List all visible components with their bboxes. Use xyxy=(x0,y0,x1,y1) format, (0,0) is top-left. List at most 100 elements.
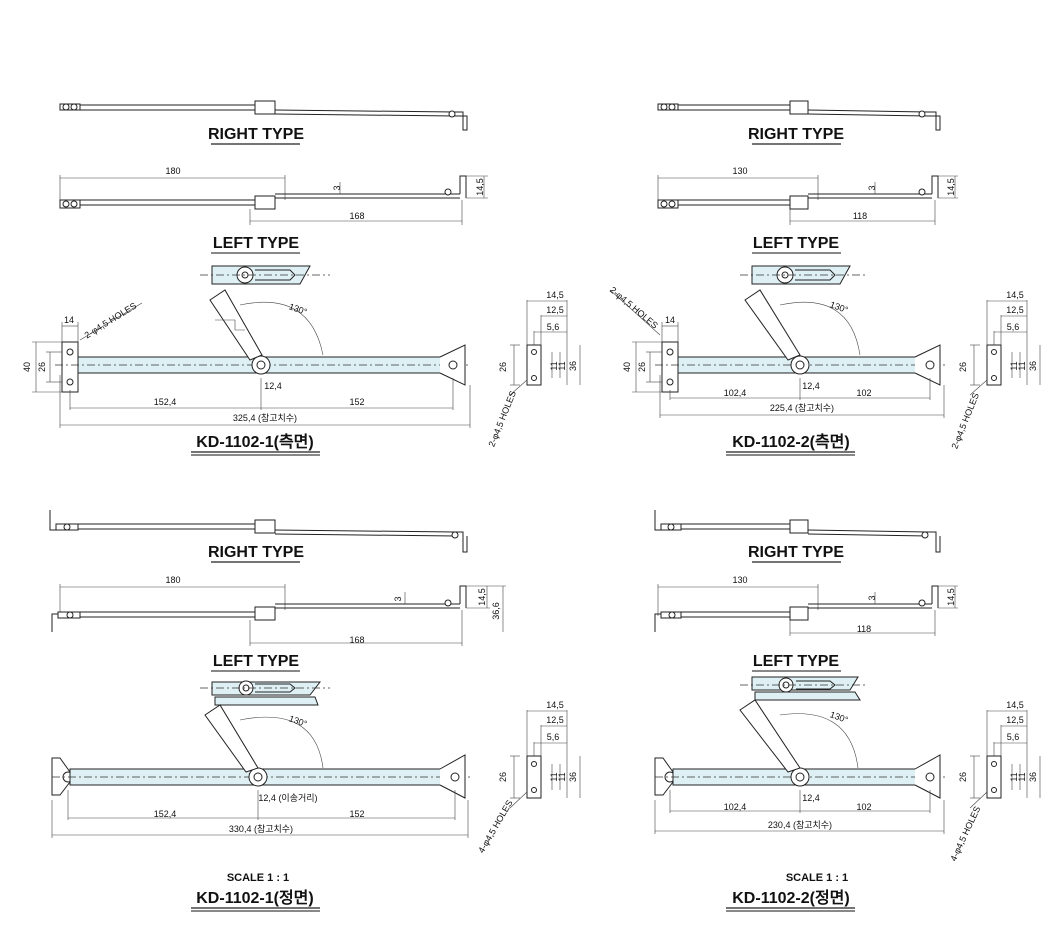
dim-26: 26 xyxy=(37,362,47,372)
dim-pivot: 12,4 xyxy=(802,793,820,803)
bracket-dim-5-6: 5,6 xyxy=(1007,322,1020,332)
dim-left-seg: 152,4 xyxy=(154,809,177,819)
right-type-profile xyxy=(654,510,941,553)
bracket-dim-12-5: 12,5 xyxy=(1006,305,1024,315)
bracket-dim-26: 26 xyxy=(498,772,508,782)
dim-length-top: 180 xyxy=(165,166,180,176)
bracket-side-view xyxy=(969,710,1041,809)
bracket-side-view xyxy=(509,300,581,396)
dim-14: 14 xyxy=(665,315,675,325)
left-type-profile xyxy=(657,175,958,225)
dim-total: 225,4 (참고치수) xyxy=(770,402,834,413)
dim-holes-right: 2-φ4,5 HOLES xyxy=(949,391,981,450)
dim-26: 26 xyxy=(637,362,647,372)
dim-length-top: 180 xyxy=(165,575,180,585)
scale-label: SCALE 1 : 1 xyxy=(786,872,848,884)
dim-angle: 130° xyxy=(829,709,850,725)
bracket-dim-11b: 11 xyxy=(1017,361,1027,370)
view-kd-1102-2-side: RIGHT TYPE 130 3 14,5 118 xyxy=(608,100,1041,456)
right-type-label: RIGHT TYPE xyxy=(748,544,844,561)
dim-length-top: 130 xyxy=(732,575,747,585)
dim-angle: 130° xyxy=(288,301,309,317)
drawing-title: KD-1102-1(정면) xyxy=(196,889,313,907)
bracket-dim-11a: 11 xyxy=(549,361,559,370)
bracket-dim-14-5: 14,5 xyxy=(1006,700,1024,710)
drawing-title: KD-1102-2(측면) xyxy=(732,433,849,451)
bracket-dim-26: 26 xyxy=(958,772,968,782)
drawing-title: KD-1102-1(측면) xyxy=(196,433,313,451)
stay-main-view xyxy=(609,289,945,418)
dim-total: 325,4 (참고치수) xyxy=(233,412,297,423)
left-type-label: LEFT TYPE xyxy=(213,235,300,252)
left-type-profile xyxy=(654,584,958,636)
dim-40: 40 xyxy=(22,362,32,372)
bracket-dim-36: 36 xyxy=(1028,772,1038,782)
dim-length-bottom: 118 xyxy=(853,211,867,221)
bracket-dim-36: 36 xyxy=(568,772,578,782)
dim-length-bottom: 168 xyxy=(349,211,364,221)
dim-right-seg: 152 xyxy=(349,397,364,407)
scale-label: SCALE 1 : 1 xyxy=(227,872,289,884)
view-kd-1102-2-front: RIGHT TYPE 130 3 14,5 118 xyxy=(654,510,1041,912)
bracket-dim-14-5: 14,5 xyxy=(546,700,564,710)
dim-hook-height: 14,5 xyxy=(477,588,487,606)
bracket-dim-14-5: 14,5 xyxy=(1006,290,1024,300)
dim-hook-height: 14,5 xyxy=(475,178,485,196)
bracket-dim-11b: 11 xyxy=(1017,772,1027,781)
right-type-label: RIGHT TYPE xyxy=(208,126,304,143)
dim-length-bottom: 168 xyxy=(349,635,364,645)
dim-left-seg: 102,4 xyxy=(724,388,747,398)
left-type-profile xyxy=(59,175,488,225)
dim-right-seg: 102 xyxy=(856,802,871,812)
bracket-dim-5-6: 5,6 xyxy=(547,732,560,742)
bracket-dim-36: 36 xyxy=(1028,361,1038,371)
bracket-dim-5-6: 5,6 xyxy=(547,322,560,332)
bracket-dim-5-6: 5,6 xyxy=(1007,732,1020,742)
pivot-detail-inset xyxy=(740,676,868,701)
bracket-dim-11a: 11 xyxy=(1009,361,1019,370)
stay-main-view xyxy=(32,289,471,428)
dim-left-seg: 152,4 xyxy=(154,397,177,407)
dim-holes-right: 2-φ4,5 HOLES xyxy=(486,389,518,448)
stay-main-view xyxy=(654,699,945,834)
left-type-profile xyxy=(51,584,506,646)
right-type-label: RIGHT TYPE xyxy=(208,544,304,561)
dim-angle: 130° xyxy=(288,713,309,729)
right-type-label: RIGHT TYPE xyxy=(748,126,844,143)
pivot-detail-inset xyxy=(200,265,330,285)
dim-gap: 3 xyxy=(332,185,342,190)
dim-hook-height: 14,5 xyxy=(946,588,956,606)
bracket-side-view xyxy=(969,300,1041,396)
dim-40: 40 xyxy=(622,362,632,372)
left-type-label: LEFT TYPE xyxy=(753,653,840,670)
bracket-dim-36: 36 xyxy=(568,361,578,371)
bracket-dim-11a: 11 xyxy=(549,772,559,781)
dim-gap: 3 xyxy=(393,596,403,601)
dim-gap: 3 xyxy=(867,595,877,600)
right-type-profile xyxy=(59,100,468,131)
bracket-dim-12-5: 12,5 xyxy=(1006,715,1024,725)
dim-holes-left: 2-φ4,5 HOLES xyxy=(83,300,139,340)
pivot-detail-inset xyxy=(200,680,330,706)
dim-total: 230,4 (참고치수) xyxy=(768,819,832,830)
dim-left-seg: 102,4 xyxy=(724,802,747,812)
dim-pivot: 12,4 xyxy=(264,381,282,391)
bracket-dim-12-5: 12,5 xyxy=(546,305,564,315)
bracket-dim-26: 26 xyxy=(958,362,968,372)
stay-main-view xyxy=(51,704,470,838)
bracket-dim-26: 26 xyxy=(498,362,508,372)
bracket-side-view xyxy=(509,710,581,809)
bracket-dim-11b: 11 xyxy=(557,772,567,781)
dim-length-top: 130 xyxy=(732,166,747,176)
view-kd-1102-1-side: RIGHT TYPE 180 3 14,5 1 xyxy=(22,100,581,456)
left-type-label: LEFT TYPE xyxy=(753,235,840,252)
view-kd-1102-1-front: RIGHT TYPE 180 3 14,5 xyxy=(49,510,581,912)
dim-side-height: 36,6 xyxy=(491,602,501,620)
bracket-dim-14-5: 14,5 xyxy=(546,290,564,300)
dim-length-bottom: 118 xyxy=(857,624,871,634)
pivot-detail-inset xyxy=(740,265,865,285)
bracket-dim-11b: 11 xyxy=(557,361,567,370)
dim-pivot: 12,4 xyxy=(802,381,820,391)
dim-holes-left: 2-φ4,5 HOLES xyxy=(608,285,660,331)
dim-14: 14 xyxy=(64,315,74,325)
